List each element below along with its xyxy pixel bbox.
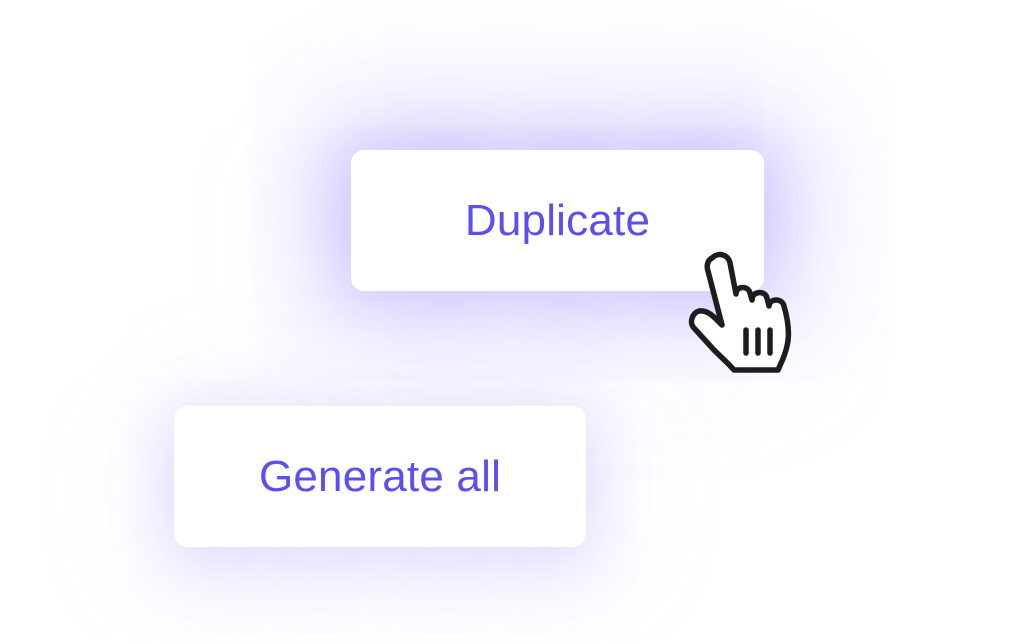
generate-all-button-label: Generate all: [258, 451, 502, 501]
generate-all-button[interactable]: Generate all: [174, 406, 586, 547]
hand-pointer-icon: [688, 251, 792, 373]
duplicate-button[interactable]: Duplicate: [351, 150, 764, 291]
duplicate-button-label: Duplicate: [464, 195, 651, 245]
